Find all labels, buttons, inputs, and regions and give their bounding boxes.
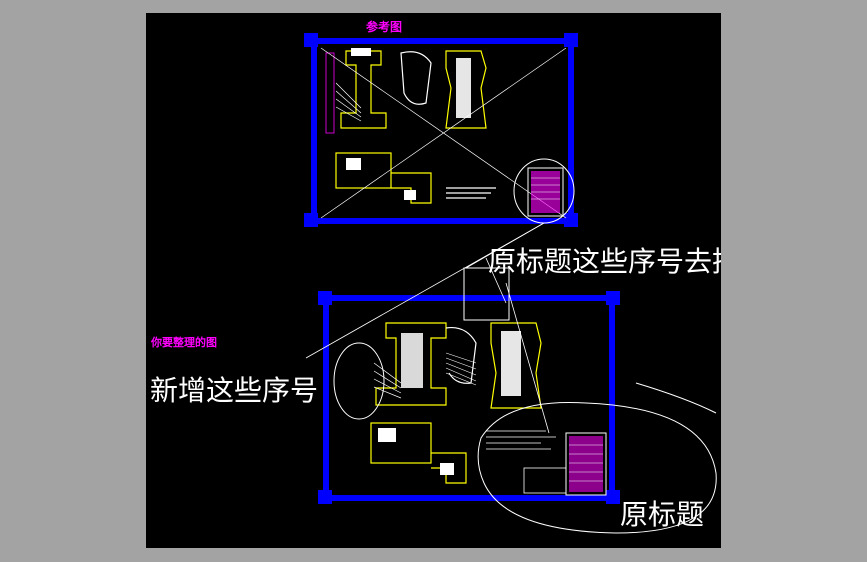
working-leader-lines	[373, 362, 402, 399]
working-frame	[323, 295, 615, 501]
working-hatch-lines	[445, 352, 477, 386]
reference-leader-lines	[320, 47, 567, 219]
new-numbers-circle	[333, 342, 385, 420]
reference-corner-tl	[304, 33, 318, 47]
working-corner-br	[606, 490, 620, 504]
original-title-label: 原标题	[620, 498, 705, 531]
reference-title-block	[527, 167, 564, 217]
reference-label: 参考图	[366, 20, 403, 34]
reference-sheet[interactable]	[304, 33, 578, 227]
reference-frame	[311, 38, 574, 224]
working-corner-tr	[606, 291, 620, 305]
sketch-stroke	[635, 382, 717, 414]
working-notes	[486, 430, 556, 450]
remove-numbers-label: 原标题这些序号去掉	[488, 245, 721, 278]
working-title-block	[523, 432, 607, 496]
cad-drawing-canvas[interactable]: 参考图 你要整理的图 原标题这些序号去掉 新增这些序号 原标题	[146, 13, 721, 548]
cad-drawing-svg	[304, 33, 717, 534]
your-drawing-label: 你要整理的图	[151, 336, 217, 349]
working-part-drawing	[370, 322, 542, 484]
reference-corner-tr	[564, 33, 578, 47]
working-corner-bl	[318, 490, 332, 504]
annotation-connectors	[305, 222, 550, 434]
reference-corner-br	[564, 213, 578, 227]
working-sheet[interactable]	[318, 267, 717, 534]
reference-part-drawing	[325, 48, 496, 204]
working-corner-tl	[318, 291, 332, 305]
add-numbers-label: 新增这些序号	[150, 374, 319, 407]
original-title-circle	[477, 401, 717, 534]
reference-corner-bl	[304, 213, 318, 227]
